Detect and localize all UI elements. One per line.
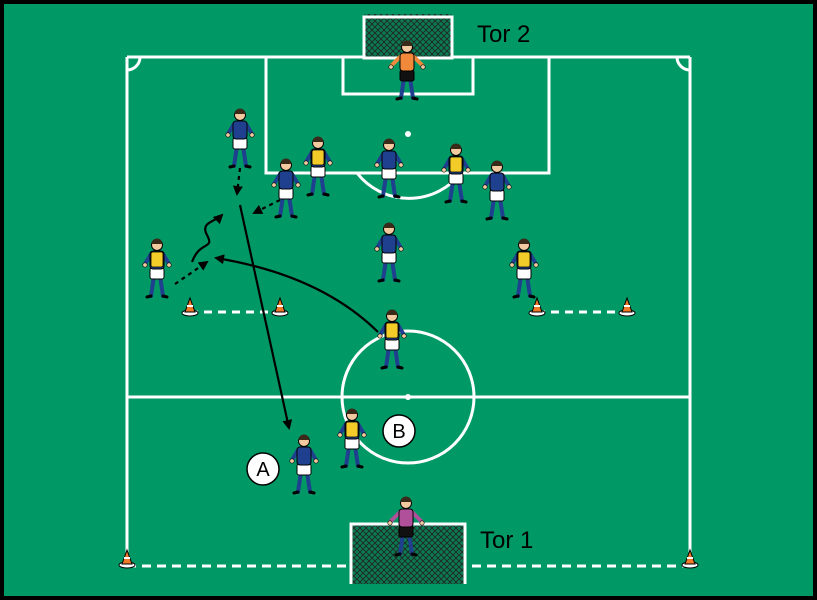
marker-b: B: [382, 414, 416, 448]
marker-a: A: [246, 452, 280, 486]
marker-b-label: B: [392, 421, 405, 443]
arrows: [174, 167, 379, 430]
player-yellow: [377, 309, 407, 370]
cone: [118, 548, 136, 569]
player-yellow: [509, 238, 539, 299]
dashed-arrow-mid: [252, 199, 281, 214]
center-spot: [405, 394, 411, 400]
player-keeper_bottom: [387, 496, 425, 557]
cones: [118, 296, 699, 569]
marker-a-label: A: [256, 459, 270, 481]
corner-arc-left: [126, 56, 142, 72]
cone: [528, 296, 546, 317]
player-blue: [289, 434, 319, 495]
player-yellow: [303, 136, 333, 197]
player-keeper_top: [388, 40, 426, 101]
player-blue: [271, 158, 301, 219]
player-yellow: [142, 238, 172, 299]
pass-arrow-long: [238, 204, 293, 430]
player-blue: [374, 138, 404, 199]
center-circle: [340, 329, 476, 465]
cone: [271, 296, 289, 317]
player-yellow: [441, 143, 471, 204]
player-blue: [482, 160, 512, 221]
player-yellow: [337, 408, 367, 469]
player-blue: [374, 222, 404, 283]
players: [142, 40, 539, 557]
player-blue: [225, 108, 255, 169]
goal-top-label: Tor 2: [477, 21, 530, 48]
goal-bottom: [349, 522, 467, 584]
cone: [181, 296, 199, 317]
run-arrow-curved: [214, 254, 379, 333]
dribble-wave: [190, 213, 224, 263]
dashed-arrow-left: [174, 260, 209, 285]
cone: [681, 548, 699, 569]
corner-arc-right: [675, 56, 691, 72]
goal-bottom-label: Tor 1: [480, 527, 533, 554]
cone: [618, 296, 636, 317]
penalty-spot: [405, 131, 411, 137]
